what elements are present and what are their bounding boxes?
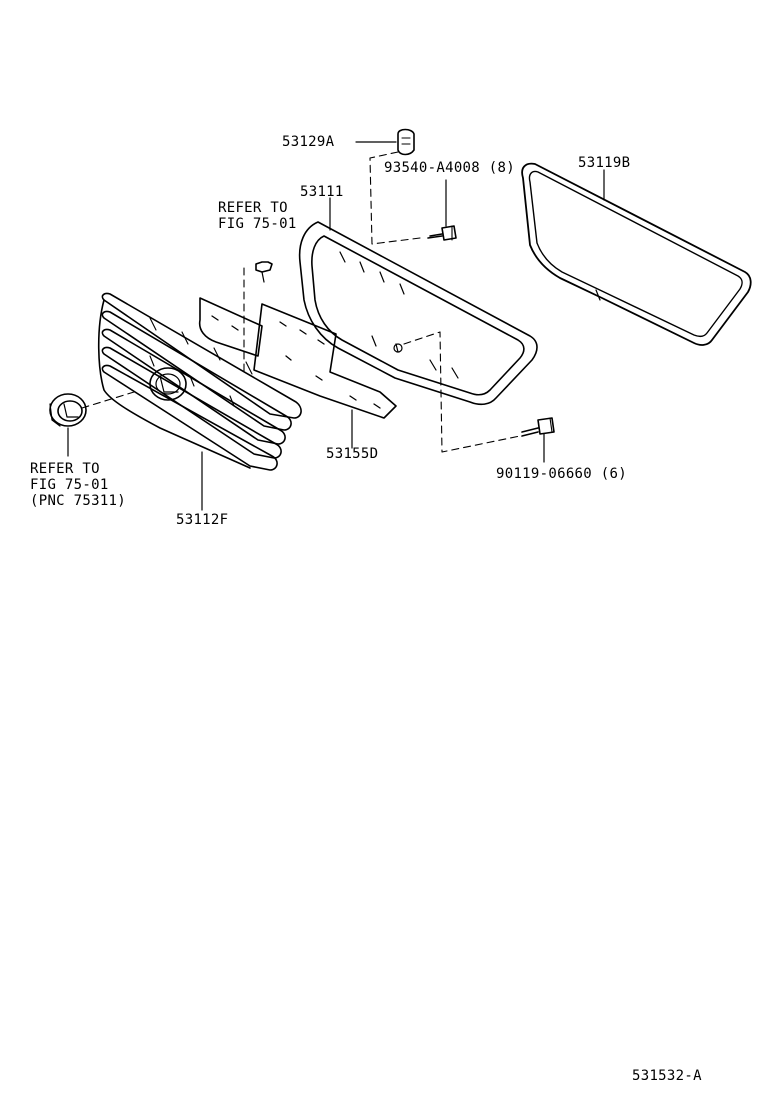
screw-93540-a4008[interactable] <box>427 225 457 241</box>
part-label-93540-a4008[interactable]: 93540-A4008 (8) <box>384 160 515 176</box>
molding-53155d[interactable] <box>198 297 397 419</box>
reference-note-emblem-line2: FIG 75-01 <box>30 477 109 493</box>
radiator-grille-53112f[interactable] <box>97 292 302 471</box>
clip-53129a[interactable] <box>397 128 415 156</box>
figure-code: 531532-A <box>632 1068 702 1084</box>
leader-lines <box>67 141 605 511</box>
grille-frame-53111[interactable] <box>298 221 538 406</box>
reference-note-emblem-line3: (PNC 75311) <box>30 493 127 509</box>
bolt-90119-06660[interactable] <box>521 417 555 437</box>
seal-molding-53119b[interactable] <box>521 162 752 346</box>
reference-note-emblem-line1: REFER TO <box>30 461 100 477</box>
part-label-53119b[interactable]: 53119B <box>578 155 631 171</box>
part-label-53111[interactable]: 53111 <box>300 184 344 200</box>
dashed-connectors <box>81 151 521 453</box>
part-label-90119-06660[interactable]: 90119-06660 (6) <box>496 466 627 482</box>
part-label-53155d[interactable]: 53155D <box>326 446 379 462</box>
emblem[interactable] <box>49 393 87 427</box>
reference-note-top-line2: FIG 75-01 <box>218 216 297 232</box>
screw-refer-fig[interactable] <box>255 261 273 283</box>
reference-note-top-line1: REFER TO <box>218 200 288 216</box>
part-label-53112f[interactable]: 53112F <box>176 512 229 528</box>
part-label-53129a[interactable]: 53129A <box>282 134 335 150</box>
